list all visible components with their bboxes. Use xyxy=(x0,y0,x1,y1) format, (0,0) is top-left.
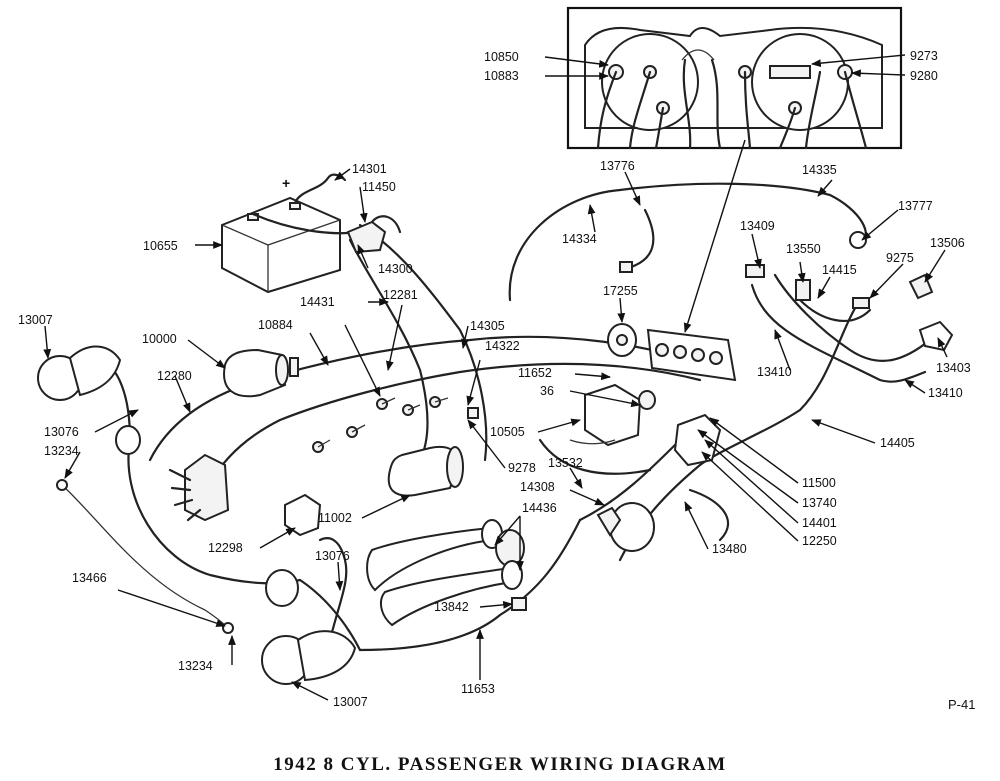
part-11500: 11500 xyxy=(802,476,836,490)
battery-positive-label: + xyxy=(282,175,290,191)
part-13410-b: 13410 xyxy=(928,386,963,400)
part-14431: 14431 xyxy=(300,295,335,309)
part-13403: 13403 xyxy=(936,361,971,375)
part-13007-bottom: 13007 xyxy=(333,695,368,709)
part-11450: 11450 xyxy=(362,180,396,194)
part-14415: 14415 xyxy=(822,263,857,277)
part-10884: 10884 xyxy=(258,318,293,332)
part-13410-a: 13410 xyxy=(757,365,792,379)
part-12280: 12280 xyxy=(157,369,192,383)
part-14322: 14322 xyxy=(485,339,520,353)
part-14305: 14305 xyxy=(470,319,505,333)
part-13777: 13777 xyxy=(898,199,933,213)
part-13842: 13842 xyxy=(434,600,469,614)
part-10883: 10883 xyxy=(484,69,519,83)
part-14301: 14301 xyxy=(352,162,387,176)
battery-icon: + xyxy=(221,173,362,294)
distributor-icon xyxy=(168,453,322,537)
cutout-relay-icon xyxy=(346,215,402,254)
diagram-caption: 1942 8 CYL. PASSENGER WIRING DIAGRAM xyxy=(273,754,726,775)
headlamp-left-top-icon xyxy=(37,345,122,401)
part-13550: 13550 xyxy=(786,242,821,256)
coil-icon xyxy=(387,445,464,497)
part-12281: 12281 xyxy=(383,288,418,302)
part-12298: 12298 xyxy=(208,541,243,555)
part-number-labels: 10850 10883 9273 9280 13776 14335 14301 … xyxy=(18,49,971,709)
main-wiring-harness xyxy=(61,182,932,652)
part-13007-top: 13007 xyxy=(18,313,53,327)
part-11653: 11653 xyxy=(461,682,495,696)
voltage-regulator-icon xyxy=(569,383,642,447)
part-9275: 9275 xyxy=(886,251,914,265)
headlamp-left-bottom-icon xyxy=(261,630,357,685)
part-9273: 9273 xyxy=(910,49,938,63)
instrument-cluster-inset xyxy=(566,6,903,150)
part-14334: 14334 xyxy=(562,232,597,246)
part-13234-a: 13234 xyxy=(44,444,79,458)
part-9278: 9278 xyxy=(508,461,536,475)
leader-lines xyxy=(43,54,948,701)
part-13409: 13409 xyxy=(740,219,775,233)
part-13776: 13776 xyxy=(600,159,635,173)
connectors-icon xyxy=(56,231,870,634)
spark-plug-leads-icon xyxy=(312,396,449,453)
part-10655: 10655 xyxy=(143,239,178,253)
part-13076-b: 13076 xyxy=(315,549,350,563)
part-14300: 14300 xyxy=(378,262,413,276)
part-13234-b: 13234 xyxy=(178,659,213,673)
part-10850: 10850 xyxy=(484,50,519,64)
horn-upper-icon xyxy=(366,519,525,592)
gauge-left-icon xyxy=(601,33,699,131)
part-13740: 13740 xyxy=(802,496,837,510)
parking-lamp-icon xyxy=(115,425,299,607)
rear-lamp-socket-icon xyxy=(596,273,954,552)
generator-icon xyxy=(223,348,299,398)
part-13532: 13532 xyxy=(548,456,583,470)
horn-lower-icon xyxy=(379,560,523,627)
horn-relay-icon xyxy=(638,390,656,410)
part-14405: 14405 xyxy=(880,436,915,450)
junction-block-icon xyxy=(673,413,722,467)
part-14401: 14401 xyxy=(802,516,837,530)
fuse-block-icon xyxy=(646,328,737,382)
part-13076-a: 13076 xyxy=(44,425,79,439)
part-14308: 14308 xyxy=(520,480,555,494)
part-36: 36 xyxy=(540,384,554,398)
gauge-right-icon xyxy=(751,33,849,131)
part-9280: 9280 xyxy=(910,69,938,83)
part-17255: 17255 xyxy=(603,284,638,298)
part-13466: 13466 xyxy=(72,571,107,585)
part-12250: 12250 xyxy=(802,534,837,548)
page-reference: P-41 xyxy=(948,697,975,712)
part-10505: 10505 xyxy=(490,425,525,439)
part-11652: 11652 xyxy=(518,366,552,380)
part-13480: 13480 xyxy=(712,542,747,556)
part-14436: 14436 xyxy=(522,501,557,515)
part-10000: 10000 xyxy=(142,332,177,346)
part-13506: 13506 xyxy=(930,236,965,250)
part-11002: 11002 xyxy=(318,511,352,525)
switch-icon xyxy=(607,323,637,357)
part-14335: 14335 xyxy=(802,163,837,177)
